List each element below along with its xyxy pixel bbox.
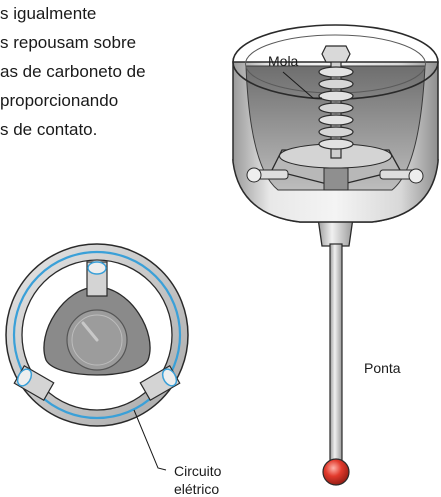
electric-circuit-ring <box>12 250 182 420</box>
ruby-ball-tip <box>322 458 350 486</box>
kinematic-top-view <box>5 243 189 427</box>
circuit-label-line2: elétrico <box>174 481 219 497</box>
spring-leader-line <box>282 71 322 99</box>
tip-label: Ponta <box>364 360 401 376</box>
caption-line-4: proporcionando <box>0 91 119 110</box>
spring <box>318 57 354 159</box>
contact-ball-left <box>246 167 262 183</box>
circuit-label-line1: Circuito <box>174 463 222 479</box>
caption-line-5: s de contato. <box>0 120 98 139</box>
caption-line-1: s igualmente <box>0 4 97 23</box>
spring-label: Mola <box>268 53 299 69</box>
contact-ball-right <box>408 168 424 184</box>
contact-left <box>13 365 55 401</box>
probe-body <box>232 24 439 486</box>
caption-line-2: s repousam sobre <box>0 33 137 52</box>
circuit-leader-line <box>133 409 167 471</box>
stylus-stem <box>329 243 343 463</box>
caption-line-3: as de carboneto de <box>0 62 146 81</box>
top-nut <box>321 45 351 63</box>
contact-right <box>139 365 181 401</box>
